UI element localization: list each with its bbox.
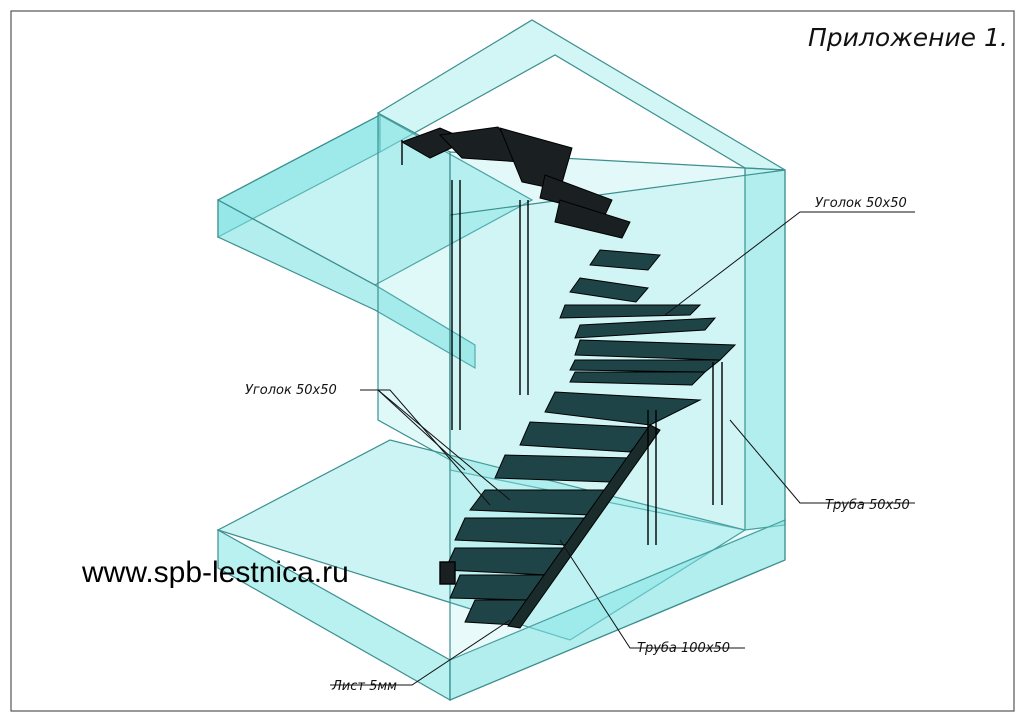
tread-u4 [574,317,717,339]
leader-pipe-100 [559,539,745,649]
callout-pipe-50: Труба 50x50 [825,498,910,513]
upper-landing [400,126,631,239]
leader-angle-left-2 [377,389,466,471]
callout-leaders [330,211,915,686]
landing-tread-5 [554,199,631,239]
leader-angle-left-3 [377,389,511,501]
tread-l3 [494,454,632,483]
website-url[interactable]: www.spb-lestnica.ru [81,556,349,589]
lower-flight [444,391,702,629]
tread-u2 [569,277,649,303]
callout-sheet-5mm: Лист 5мм [331,679,397,694]
sheet-title: Приложение 1. [808,23,1008,52]
inner-wall [377,111,451,462]
tread-u6 [569,359,722,373]
leader-sheet [330,619,511,686]
upper-slab-front [217,198,476,370]
leader-pipe-50 [729,419,915,504]
leader-angle-left-1 [360,389,491,506]
callout-pipe-100: Труба 100x50 [637,641,730,656]
leader-angle-top [664,211,915,316]
support-posts [401,140,723,585]
upper-flight [559,249,737,386]
tread-l2 [519,421,657,453]
callout-angle-top: Уголок 50x50 [815,196,907,211]
tread-u1 [589,249,661,271]
tread-u7 [569,371,707,386]
sheet-border [10,10,1015,712]
callout-angle-left: Уголок 50x50 [245,383,337,398]
base-plate [439,561,456,585]
